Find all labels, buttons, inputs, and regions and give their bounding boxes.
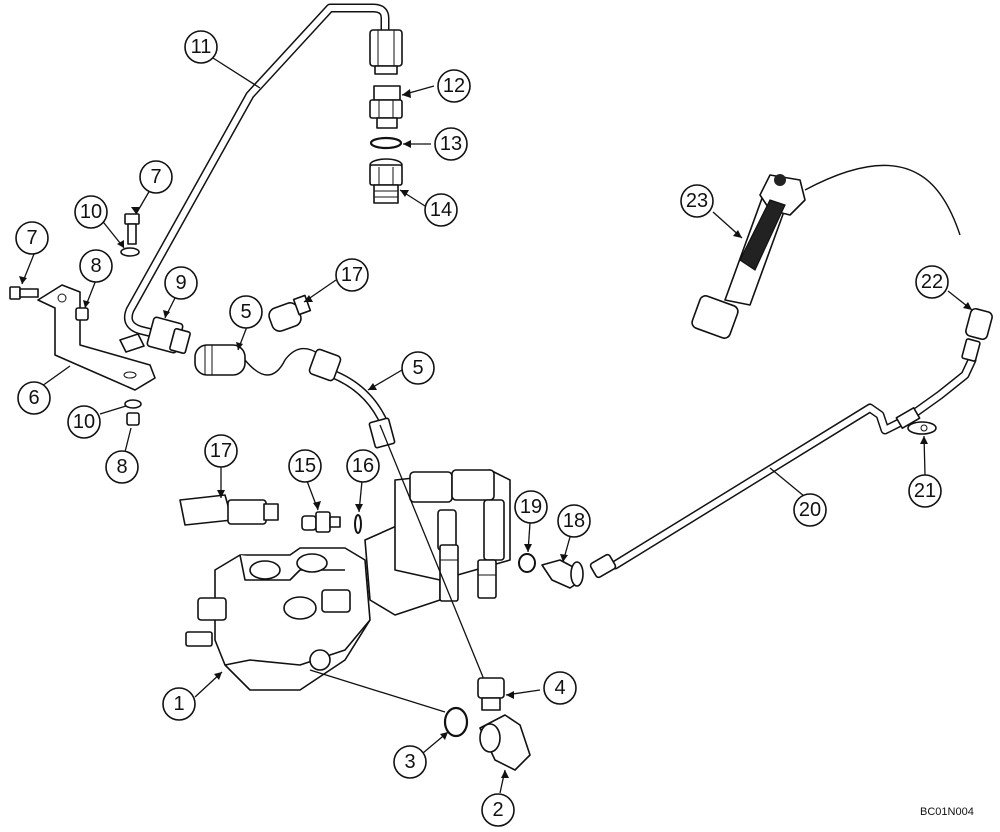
elbow-18 (541, 559, 584, 589)
bracket-6 (37, 284, 156, 391)
o-ring-13 (369, 136, 403, 150)
callout-22: 22 (915, 265, 949, 299)
callout-2: 2 (481, 793, 515, 827)
callout-9: 9 (164, 266, 198, 300)
callout-8-top: 8 (79, 249, 113, 283)
leader-arrows (19, 89, 972, 778)
callout-7-top: 7 (139, 160, 173, 194)
handle-23 (691, 164, 961, 339)
fitting-14 (369, 158, 403, 204)
svg-text:1: 1 (173, 693, 184, 715)
callout-13: 13 (434, 127, 468, 161)
part-17-upper (268, 294, 312, 332)
svg-text:4: 4 (554, 677, 565, 699)
nut-8-bottom (126, 412, 140, 426)
o-ring-16 (354, 514, 362, 534)
washer-10-bottom (124, 399, 142, 409)
callout-20: 20 (793, 493, 827, 527)
tube-11 (123, 3, 390, 338)
fitting-9 (119, 316, 191, 355)
o-ring-19 (518, 553, 536, 573)
svg-text:9: 9 (175, 272, 186, 294)
callout-5-left: 5 (229, 295, 263, 329)
fitting-15 (301, 511, 341, 533)
fitting-4 (477, 677, 505, 711)
callout-16: 16 (346, 449, 380, 483)
svg-text:21: 21 (914, 480, 936, 502)
bolt-7-left (9, 286, 39, 300)
svg-text:22: 22 (921, 271, 943, 293)
svg-text:7: 7 (150, 166, 161, 188)
fitting-22 (961, 307, 993, 362)
svg-text:2: 2 (492, 799, 503, 821)
bolt-7-top (124, 213, 140, 245)
svg-text:17: 17 (341, 264, 363, 286)
callout-12: 12 (437, 69, 471, 103)
svg-text:23: 23 (686, 190, 708, 212)
tube-20 (589, 355, 977, 579)
callout-23: 23 (680, 184, 714, 218)
cap-5 (194, 344, 246, 376)
callout-7-left: 7 (15, 221, 49, 255)
svg-text:5: 5 (240, 301, 251, 323)
washer-10-top (120, 247, 140, 257)
callout-19: 19 (514, 490, 548, 524)
clamp-21 (895, 407, 937, 435)
svg-text:14: 14 (430, 199, 452, 221)
tube-nut-top (369, 29, 403, 75)
callout-17-top: 17 (335, 258, 369, 292)
svg-text:8: 8 (90, 255, 101, 277)
fitting-12 (369, 85, 403, 129)
svg-text:5: 5 (412, 357, 423, 379)
svg-text:12: 12 (443, 75, 465, 97)
svg-text:18: 18 (563, 510, 585, 532)
callout-14: 14 (424, 193, 458, 227)
solenoid-assembly (394, 469, 511, 602)
callout-17-bottom: 17 (204, 434, 238, 468)
svg-text:11: 11 (191, 36, 212, 58)
callout-5-right: 5 (401, 351, 435, 385)
elbow-2 (479, 714, 531, 771)
svg-text:3: 3 (404, 751, 415, 773)
callout-10-top: 10 (74, 195, 108, 229)
svg-text:15: 15 (294, 455, 316, 477)
callout-3: 3 (393, 745, 427, 779)
callout-10-bottom: 10 (67, 405, 101, 439)
callout-4: 4 (543, 671, 577, 705)
callout-11: 11 (184, 30, 218, 64)
svg-text:8: 8 (116, 456, 127, 478)
callout-6: 6 (17, 381, 51, 415)
callout-18: 18 (557, 504, 591, 538)
callout-8-bottom: 8 (105, 450, 139, 484)
svg-text:20: 20 (799, 499, 821, 521)
svg-text:6: 6 (28, 387, 39, 409)
callout-1: 1 (162, 687, 196, 721)
svg-text:10: 10 (73, 411, 95, 433)
callout-21: 21 (908, 474, 942, 508)
o-ring-3 (443, 706, 469, 738)
svg-text:10: 10 (80, 201, 102, 223)
svg-text:17: 17 (210, 440, 232, 462)
nut-8-top (75, 307, 89, 321)
svg-text:13: 13 (440, 133, 462, 155)
svg-text:19: 19 (520, 496, 542, 518)
callout-15: 15 (288, 449, 322, 483)
hose-5 (244, 347, 396, 449)
svg-text:16: 16 (352, 455, 374, 477)
part-17-lower (179, 494, 279, 526)
svg-text:7: 7 (26, 227, 37, 249)
drawing-reference-code: BC01N004 (920, 806, 974, 818)
